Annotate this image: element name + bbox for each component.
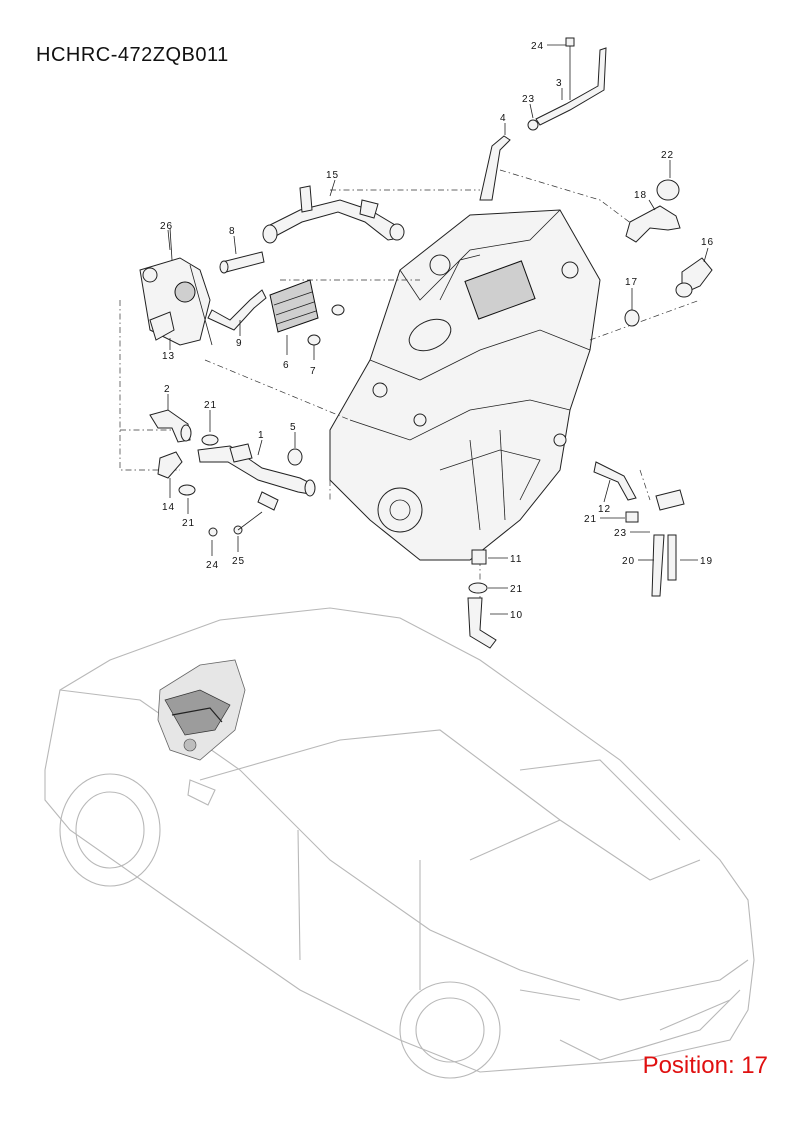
hose-16 (624, 257, 713, 327)
callout-6: 6 (283, 360, 290, 371)
hose-14 (157, 451, 183, 479)
callout-21-left: 21 (182, 518, 195, 529)
callout-13: 13 (162, 351, 175, 362)
vehicle-locator-outline (44, 607, 755, 1079)
position-indicator: Position: 17 (642, 1052, 768, 1079)
callout-21-bottom: 21 (510, 584, 523, 595)
clamps-and-fasteners (178, 434, 303, 537)
diagram-title: HCHRC-472ZQB011 (36, 44, 229, 66)
pipe-15 (262, 185, 405, 244)
thermostat-housing-13 (139, 227, 213, 346)
callout-26: 26 (160, 221, 173, 232)
callout-18: 18 (634, 190, 647, 201)
callout-labels: 24 3 23 4 22 15 18 16 26 8 17 9 13 6 7 2… (160, 41, 714, 621)
callout-22: 22 (661, 150, 674, 161)
pipe-1 (197, 443, 316, 511)
callout-16: 16 (701, 237, 714, 248)
leader-lines (119, 169, 701, 600)
callout-21-upper: 21 (204, 400, 217, 411)
callout-25: 25 (232, 556, 245, 567)
callout-19: 19 (700, 556, 713, 567)
callout-7: 7 (310, 366, 317, 377)
hoses-19-20 (651, 489, 685, 597)
engine-location-thumbnail (157, 659, 246, 761)
pipe-3-4 (479, 37, 607, 201)
engine-assembly (329, 209, 601, 561)
callout-12: 12 (598, 504, 611, 515)
callout-9: 9 (236, 338, 243, 349)
hose-12 (593, 461, 639, 523)
callout-ticks (167, 44, 709, 615)
callout-8: 8 (229, 226, 236, 237)
hose-8 (219, 251, 265, 274)
callout-3: 3 (556, 78, 563, 89)
hose-2 (149, 409, 192, 443)
callout-17: 17 (625, 277, 638, 288)
callout-23-right: 23 (614, 528, 627, 539)
callout-21-right: 21 (584, 514, 597, 525)
callout-24-bottom: 24 (206, 560, 219, 571)
hose-10-11 (467, 549, 497, 649)
callout-15: 15 (326, 170, 339, 181)
hose-9 (207, 289, 267, 331)
callout-5: 5 (290, 422, 297, 433)
callout-4: 4 (500, 113, 507, 124)
callout-14: 14 (162, 502, 175, 513)
callout-11: 11 (510, 554, 522, 565)
callout-24-top: 24 (531, 41, 544, 52)
callout-20: 20 (622, 556, 635, 567)
callout-2: 2 (164, 384, 171, 395)
callout-1: 1 (258, 430, 265, 441)
hose-18 (625, 179, 681, 243)
callout-23-top: 23 (522, 94, 535, 105)
callout-10: 10 (510, 610, 523, 621)
oil-cooler-6 (269, 279, 345, 346)
